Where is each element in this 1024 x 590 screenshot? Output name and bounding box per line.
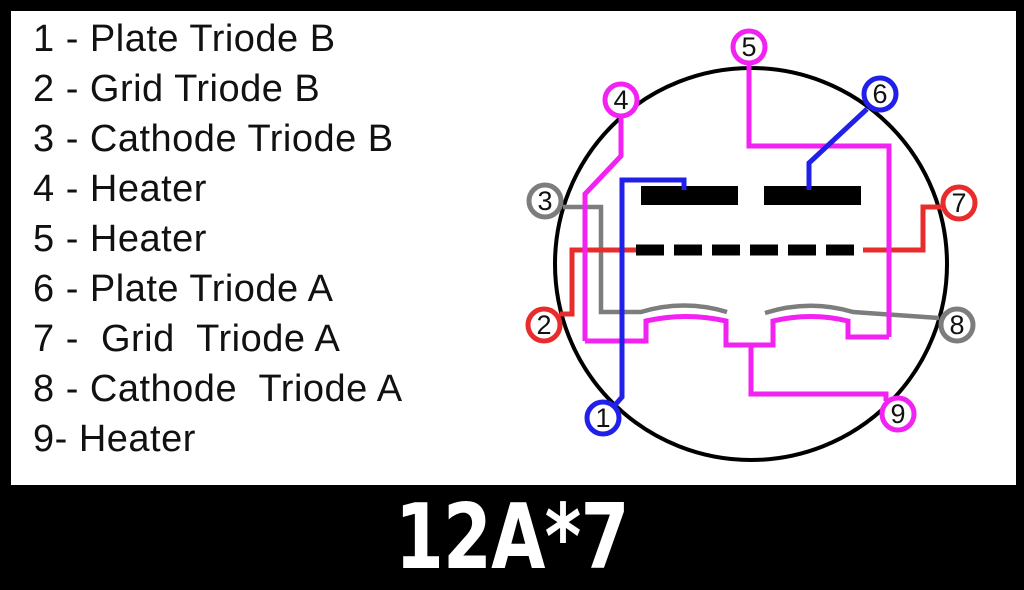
legend-item-2: 2 - Grid Triode B — [33, 68, 321, 110]
pin-7-number: 7 — [951, 188, 966, 218]
legend-item-6: 6 - Plate Triode A — [33, 268, 334, 310]
heater-pin4-wire — [582, 118, 624, 341]
legend-item-5: 5 - Heater — [33, 218, 207, 260]
pin-5-circle — [730, 28, 768, 66]
pin-8-circle — [938, 306, 976, 344]
pin-7: 7 — [940, 184, 978, 222]
cathode-a-wire — [764, 303, 940, 321]
legend-item-7: 7 - Grid Triode A — [33, 318, 341, 360]
legend-item-8: 8 - Cathode Triode A — [33, 368, 403, 410]
pin-4-circle — [602, 81, 640, 119]
plate-b-bar — [641, 186, 738, 205]
plate-a-bar — [764, 186, 861, 205]
pin-1: 1 — [584, 399, 622, 437]
heater-filament — [585, 314, 889, 348]
pin-6-circle — [861, 75, 899, 113]
cathode-b-wire — [563, 204, 728, 315]
pin-3-circle — [526, 182, 564, 220]
plate-a-wire — [806, 107, 869, 190]
legend-item-1: 1 - Plate Triode B — [33, 18, 336, 60]
pin-2: 2 — [525, 306, 563, 344]
pin-1-circle — [584, 399, 622, 437]
plate-b-wire — [613, 177, 687, 407]
pin-9: 9 — [879, 395, 917, 433]
diagram-panel: 1 - Plate Triode B 2 - Grid Triode B 3 -… — [11, 11, 1016, 485]
pin-5-number: 5 — [741, 32, 756, 62]
pin-9-number: 9 — [890, 399, 905, 429]
pin-4-number: 4 — [613, 85, 628, 115]
grid-b-wire — [560, 247, 638, 317]
pin-8: 8 — [938, 306, 976, 344]
legend-item-9: 9- Heater — [33, 418, 196, 460]
pin-6: 6 — [861, 75, 899, 113]
pin-5: 5 — [730, 28, 768, 66]
pin-legend: 1 - Plate Triode B 2 - Grid Triode B 3 -… — [11, 11, 403, 464]
tube-pinout-diagram: 1 2 3 4 5 6 7 — [525, 28, 978, 462]
heater-pin5-wire — [746, 65, 892, 337]
heater-center-tap-wire — [748, 345, 889, 401]
pin-9-circle — [879, 395, 917, 433]
pin-6-number: 6 — [872, 79, 887, 109]
tube-title: 12A*7 — [395, 484, 629, 590]
pin-3: 3 — [526, 182, 564, 220]
pin-7-circle — [940, 184, 978, 222]
pin-2-circle — [525, 306, 563, 344]
pin-1-number: 1 — [595, 403, 610, 433]
title-bar: 12A*7 — [0, 485, 1024, 590]
pin-2-number: 2 — [536, 310, 551, 340]
pin-3-number: 3 — [537, 186, 552, 216]
legend-item-3: 3 - Cathode Triode B — [33, 118, 394, 160]
legend-item-4: 4 - Heater — [33, 168, 207, 210]
pin-8-number: 8 — [949, 310, 964, 340]
grid-a-wire — [863, 204, 941, 253]
pin-4: 4 — [602, 81, 640, 119]
